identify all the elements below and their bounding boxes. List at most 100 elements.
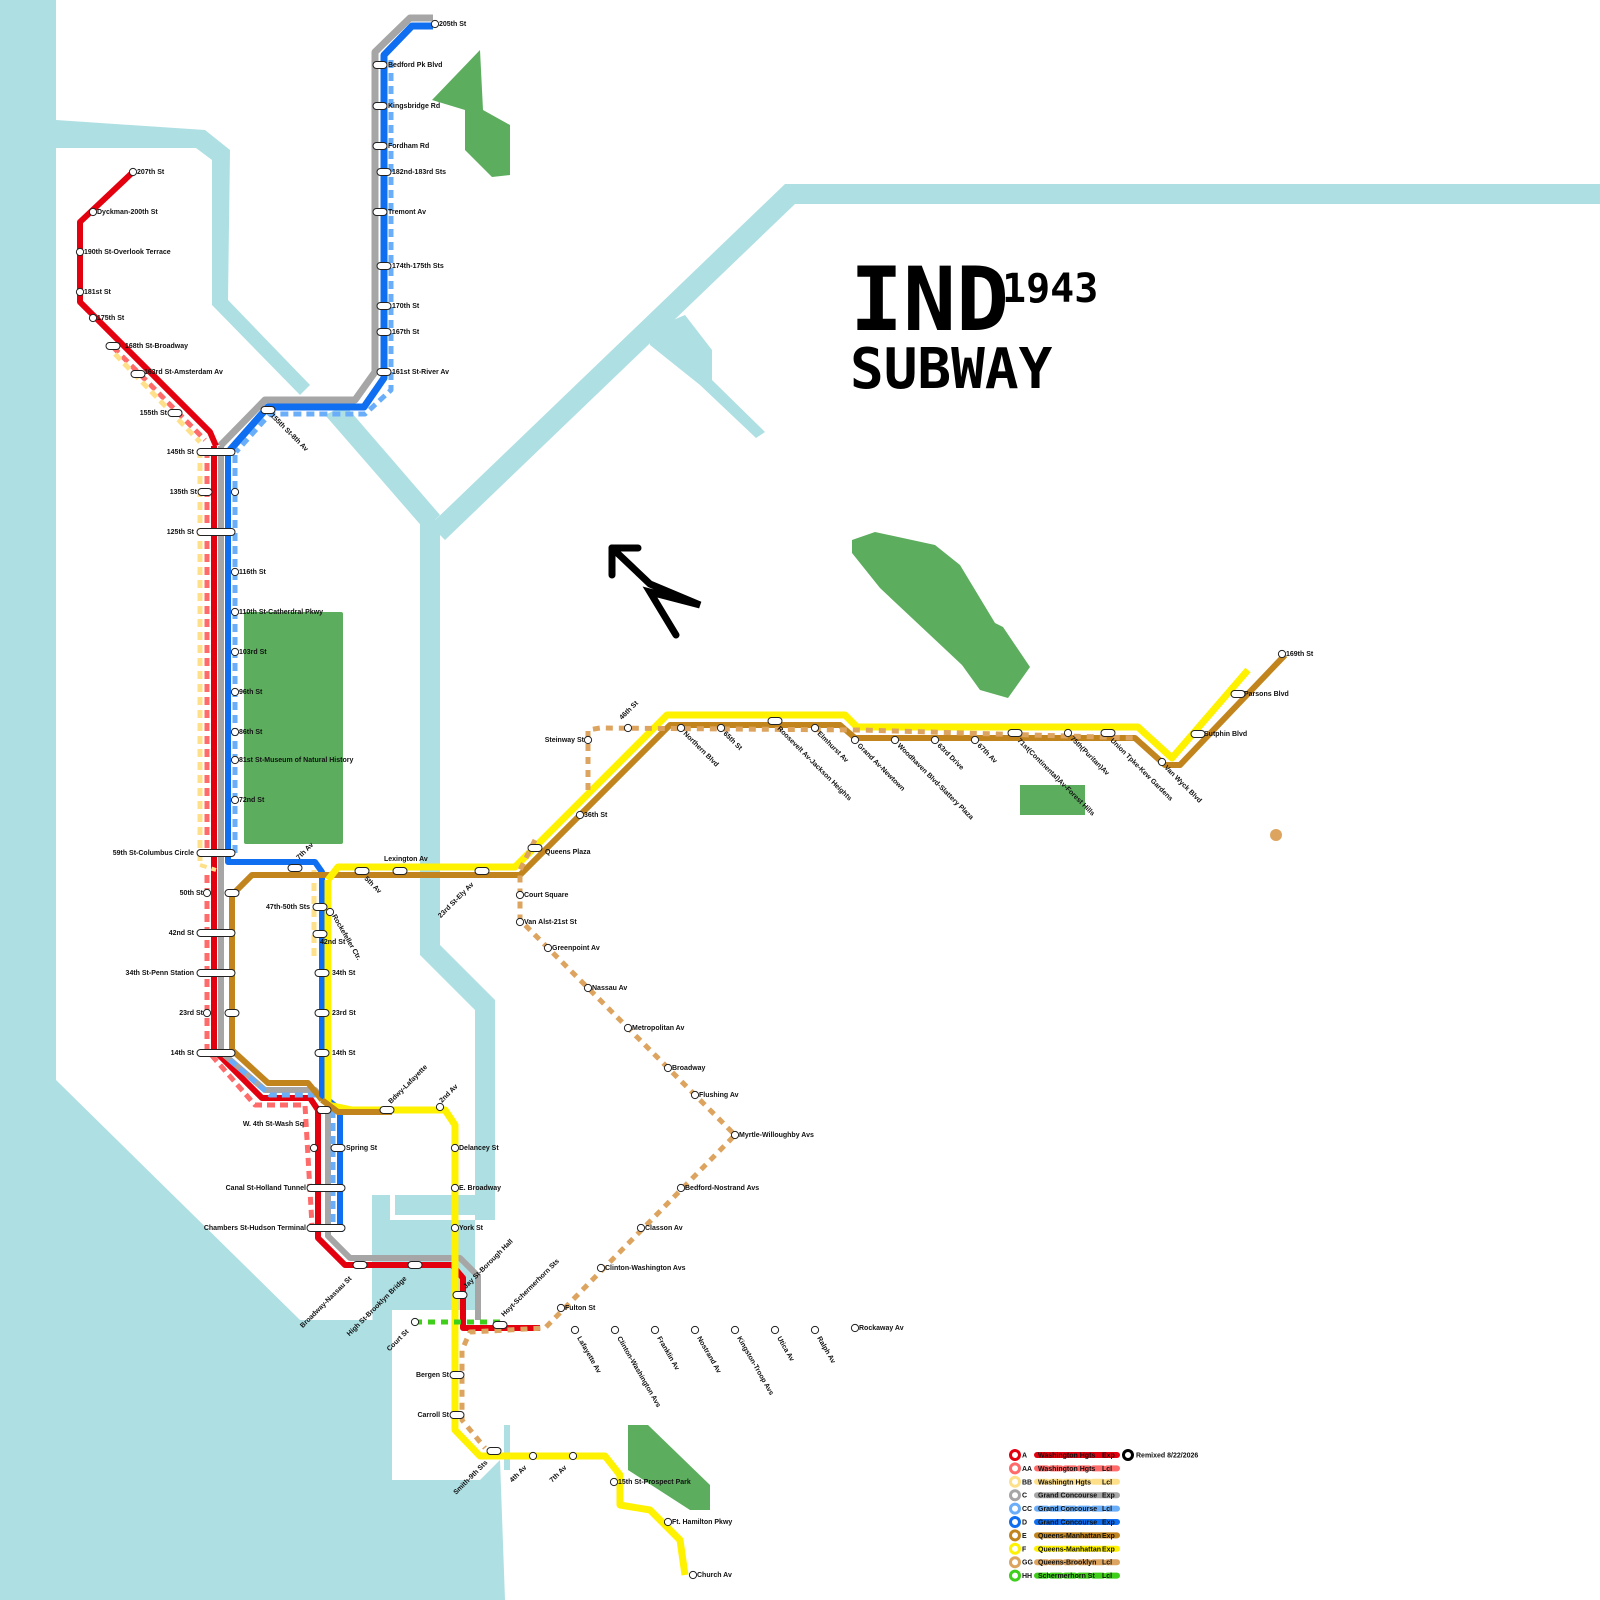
station-label: 23rd St bbox=[179, 1010, 203, 1017]
station-dot bbox=[450, 1223, 460, 1233]
line-e-brooklyn-link bbox=[320, 1097, 392, 1115]
station-label: Clinton-Washington Avs bbox=[615, 1336, 661, 1409]
line-d-bronx bbox=[227, 22, 433, 453]
station-label: 163rd St-Amsterdam Av bbox=[144, 369, 223, 376]
line-gg-crosstown bbox=[459, 838, 738, 1450]
station-s32: 34th St bbox=[314, 969, 356, 977]
station-label: Sutphin Blvd bbox=[1204, 731, 1247, 738]
station-s26b bbox=[224, 889, 240, 897]
station-s6: 168th St-Broadway bbox=[105, 342, 188, 350]
station-pill bbox=[314, 1009, 330, 1017]
line-e-lower bbox=[229, 895, 325, 1102]
station-label: Hoyt-Schermerhorn Sts bbox=[500, 1258, 561, 1319]
station-label: 14th St bbox=[171, 1050, 195, 1057]
station-label: Kingston-Troop Avs bbox=[735, 1336, 774, 1397]
subway-lines bbox=[77, 14, 1288, 1576]
station-label: 170th St bbox=[392, 303, 420, 310]
station-label: Bedford-Nostrand Avs bbox=[685, 1185, 759, 1192]
station-dot bbox=[690, 1090, 700, 1100]
station-dot bbox=[930, 735, 940, 745]
station-transfer-pill bbox=[196, 929, 236, 937]
station-s43: E. Broadway bbox=[450, 1183, 501, 1193]
station-dot bbox=[730, 1130, 740, 1140]
station-s20: 59th St-Columbus Circle bbox=[113, 849, 236, 857]
legend-bullet bbox=[1009, 1529, 1021, 1542]
station-pill bbox=[474, 867, 490, 875]
station-label: 7th Av bbox=[549, 1464, 569, 1484]
station-dot bbox=[230, 647, 240, 657]
station-dot bbox=[623, 1023, 633, 1033]
station-pill bbox=[354, 867, 370, 875]
station-pill bbox=[376, 368, 392, 376]
station-s40: Spring St bbox=[330, 1144, 378, 1152]
station-pill bbox=[314, 1049, 330, 1057]
station-label: 103rd St bbox=[239, 649, 267, 656]
station-label: 110th St-Catherdral Pkwy bbox=[239, 609, 323, 616]
station-s44: Chambers St-Hudson Terminal bbox=[204, 1224, 346, 1232]
station-s57: Ft. Hamilton Pkwy bbox=[663, 1517, 732, 1527]
station-pill bbox=[312, 903, 328, 911]
station-pill bbox=[372, 208, 388, 216]
station-label: 75th(Puritan)Av bbox=[1069, 735, 1111, 777]
line-e-53rd bbox=[229, 652, 1288, 898]
station-s79: 36th St bbox=[575, 810, 608, 820]
station-dot bbox=[583, 735, 593, 745]
line-aa-upper bbox=[111, 345, 207, 442]
station-s49: Hoyt-Schermerhorn Sts bbox=[492, 1258, 561, 1329]
station-label: Bdwy-Lafayette bbox=[387, 1064, 429, 1106]
station-label: Nassau Av bbox=[592, 985, 627, 992]
station-dot bbox=[1157, 757, 1167, 767]
harlem-river-upper bbox=[56, 120, 310, 395]
legend-type: Exp bbox=[1102, 1520, 1115, 1527]
line-cc-lower bbox=[228, 1058, 318, 1098]
line-d-6av bbox=[225, 855, 343, 1232]
station-dot bbox=[970, 735, 980, 745]
station-s13: 116th St bbox=[230, 567, 267, 577]
station-label: 2nd Av bbox=[438, 1083, 459, 1104]
station-pill bbox=[379, 1106, 395, 1114]
station-pill bbox=[167, 409, 183, 417]
gowanus-canal bbox=[504, 1425, 510, 1470]
station-label: Bedford Pk Blvd bbox=[388, 62, 442, 69]
station-s11b bbox=[230, 487, 240, 497]
station-pill bbox=[1007, 729, 1023, 737]
legend-route: Grand Concourse bbox=[1038, 1520, 1097, 1527]
station-dot bbox=[88, 207, 98, 217]
station-dot bbox=[515, 890, 525, 900]
station-dot bbox=[450, 1183, 460, 1193]
station-label: Ft. Hamilton Pkwy bbox=[672, 1519, 732, 1526]
station-pill bbox=[449, 1371, 465, 1379]
station-s72: Metropolitan Av bbox=[623, 1023, 684, 1033]
line-c-bronx bbox=[217, 14, 433, 449]
station-s101: 182nd-183rd Sts bbox=[376, 168, 446, 176]
legend-service: CC bbox=[1022, 1506, 1032, 1513]
station-label: 161st St-River Av bbox=[392, 369, 449, 376]
station-s95: Parsons Blvd bbox=[1230, 690, 1289, 698]
station-label: 46th St bbox=[618, 699, 640, 721]
station-transfer-pill bbox=[306, 1184, 346, 1192]
station-label: Court Square bbox=[524, 892, 568, 899]
legend-service: A bbox=[1022, 1453, 1027, 1460]
station-s61: Clinton-Washington Avs bbox=[610, 1325, 662, 1409]
station-label: 190th St-Overlook Terrace bbox=[84, 249, 171, 256]
map-title: IND 1943 SUBWAY bbox=[850, 248, 1098, 402]
station-s33: 23rd St bbox=[179, 1008, 212, 1018]
station-label: Roosevelt Av-Jackson Heights bbox=[776, 725, 853, 802]
station-transfer-pill bbox=[306, 1224, 346, 1232]
station-pill bbox=[224, 889, 240, 897]
station-label: Greenpoint Av bbox=[552, 945, 600, 952]
station-s29: 42nd St bbox=[169, 929, 236, 937]
legend-type: Lcl bbox=[1102, 1560, 1112, 1567]
station-s59: Fulton St bbox=[556, 1303, 596, 1313]
title-subway: SUBWAY bbox=[850, 337, 1053, 402]
station-label: Myrtle-Willoughby Avs bbox=[739, 1132, 814, 1139]
station-s58: Church Av bbox=[688, 1570, 732, 1580]
station-label: Utica Av bbox=[775, 1336, 795, 1363]
station-s98: Bedford Pk Blvd bbox=[372, 61, 442, 69]
